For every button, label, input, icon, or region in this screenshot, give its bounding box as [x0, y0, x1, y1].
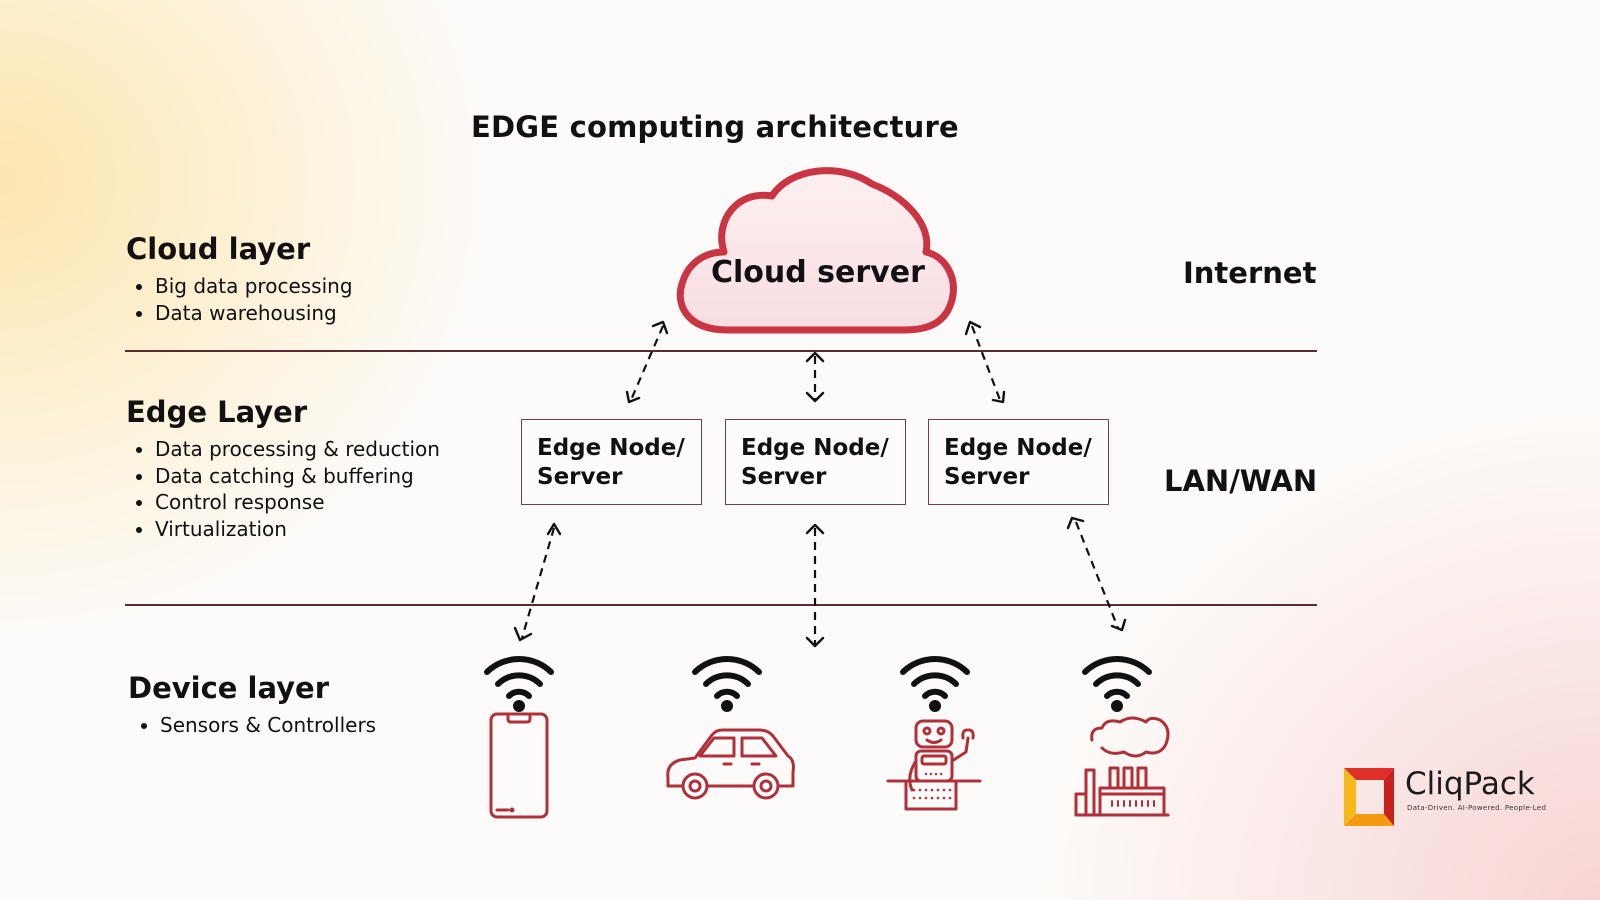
cloud-shape: [676, 167, 957, 334]
lan-wan-label: LAN/WAN: [1164, 464, 1318, 498]
brand-name: CliqPack: [1405, 766, 1535, 802]
wifi-icon: [1082, 656, 1152, 712]
arrow-cloud-node1: [629, 325, 665, 401]
arrowhead-icon: [805, 351, 825, 363]
layer-divider-top: [125, 350, 1317, 352]
edge-node-box: Edge Node/ Server: [928, 419, 1109, 505]
cloud-layer-bullets: Big data processing Data warehousing: [126, 273, 353, 326]
edge-node-line1: Edge Node/: [537, 435, 685, 461]
arrow-heads: [513, 320, 1127, 648]
diagram-title: EDGE computing architecture: [471, 110, 959, 144]
arrow-node3-device4: [1074, 521, 1120, 629]
edge-node-box: Edge Node/ Server: [521, 419, 702, 505]
arrowhead-icon: [625, 390, 641, 404]
cloud-layer-title: Cloud layer: [126, 232, 311, 266]
edge-node-line1: Edge Node/: [944, 435, 1092, 461]
car-icon: [666, 728, 795, 800]
bullet-item: Control response: [126, 489, 440, 516]
edge-node-line2: Server: [944, 464, 1030, 490]
edge-node-line1: Edge Node/: [741, 435, 889, 461]
edge-node-line2: Server: [741, 464, 827, 490]
wifi-icon: [484, 656, 554, 712]
bullet-item: Sensors & Controllers: [131, 712, 376, 739]
arrowhead-icon: [1110, 618, 1127, 632]
arrowhead-icon: [805, 523, 825, 535]
arrowhead-icon: [991, 390, 1006, 404]
device-layer-title: Device layer: [128, 671, 330, 705]
cloud-server-label: Cloud server: [711, 255, 925, 290]
factory-icon: [1074, 716, 1170, 817]
bullet-item: Virtualization: [126, 516, 440, 543]
smartphone-icon: [489, 712, 549, 819]
bullet-item: Data processing & reduction: [126, 436, 440, 463]
arrowhead-icon: [964, 320, 982, 336]
device-layer-bullets: Sensors & Controllers: [131, 712, 376, 739]
arrowhead-icon: [651, 320, 669, 335]
edge-layer-title: Edge Layer: [126, 395, 308, 429]
wifi-icon: [900, 656, 970, 712]
layer-divider-bottom: [125, 604, 1317, 606]
arrow-node1-device1: [520, 527, 556, 639]
edge-node-line2: Server: [537, 464, 623, 490]
bullet-item: Data catching & buffering: [126, 463, 440, 490]
internet-label: Internet: [1183, 256, 1317, 290]
edge-node-box: Edge Node/ Server: [725, 419, 906, 505]
arrowhead-icon: [805, 391, 825, 403]
cliqpack-logo-icon: [1344, 768, 1394, 826]
wifi-icon: [692, 656, 762, 712]
arrow-cloud-node3: [970, 325, 1002, 401]
edge-layer-bullets: Data processing & reduction Data catchin…: [126, 436, 440, 542]
bullet-item: Big data processing: [126, 273, 353, 300]
connection-arrows: [520, 325, 1120, 646]
arrowhead-icon: [1066, 516, 1085, 530]
brand-tagline: Data-Driven. AI-Powered. People-Led: [1407, 804, 1547, 812]
arrowhead-icon: [805, 636, 825, 648]
arrowhead-icon: [513, 626, 533, 642]
bullet-item: Data warehousing: [126, 300, 353, 327]
robot-icon: [886, 719, 982, 811]
arrowhead-icon: [546, 522, 562, 536]
